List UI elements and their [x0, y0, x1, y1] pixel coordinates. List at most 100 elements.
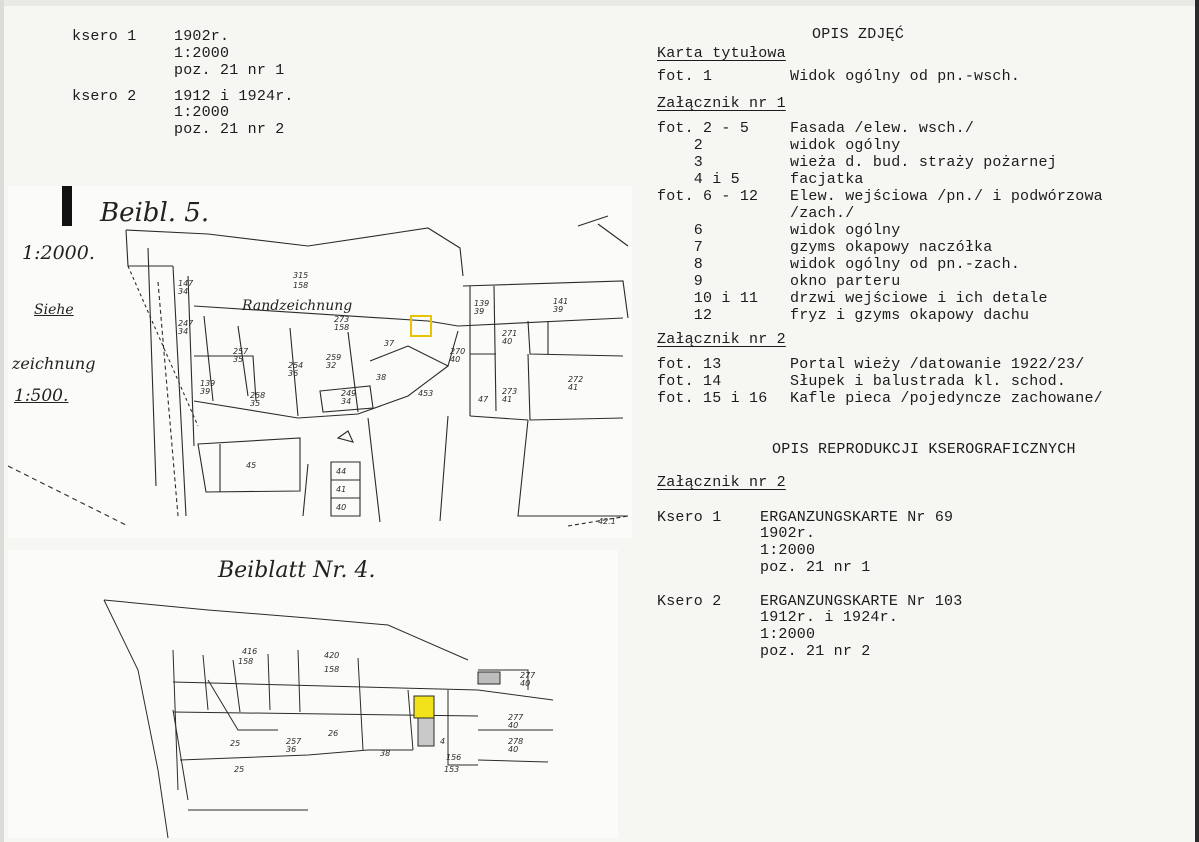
photo-text: facjatka — [790, 171, 864, 188]
photo-text: widok ogólny od pn.-zach. — [790, 256, 1021, 273]
xerox-2-label: ksero 2 — [72, 88, 137, 105]
svg-text:40: 40 — [450, 355, 460, 364]
svg-text:25: 25 — [230, 739, 240, 748]
photo-ref: fot. 13 — [657, 356, 722, 373]
svg-text:147: 147 — [178, 279, 194, 288]
map-top-strip-label: Randzeichnung — [242, 298, 353, 314]
photo-text: wieża d. bud. straży pożarnej — [790, 154, 1057, 171]
svg-text:39: 39 — [553, 305, 563, 314]
svg-text:453: 453 — [418, 389, 433, 398]
svg-text:277: 277 — [520, 671, 536, 680]
reproduction-1-scale: 1:2000 — [760, 542, 816, 559]
xerox-1-position: poz. 21 nr 1 — [174, 62, 285, 79]
svg-text:139: 139 — [474, 299, 489, 308]
svg-text:35: 35 — [233, 355, 243, 364]
photo-text: Widok ogólny od pn.-wsch. — [790, 68, 1021, 85]
reproduction-2-position: poz. 21 nr 2 — [760, 643, 871, 660]
svg-text:41: 41 — [568, 383, 578, 392]
svg-text:34: 34 — [178, 287, 188, 296]
svg-text:258: 258 — [250, 391, 265, 400]
svg-text:420: 420 — [324, 651, 339, 660]
svg-text:34: 34 — [341, 397, 351, 406]
photo-text: okno parteru — [790, 273, 901, 290]
reproduction-1-label: Ksero 1 — [657, 509, 722, 526]
reproduction-2-label: Ksero 2 — [657, 593, 722, 610]
svg-text:153: 153 — [444, 765, 459, 774]
svg-text:36: 36 — [286, 745, 296, 754]
svg-text:271: 271 — [502, 329, 517, 338]
svg-text:272: 272 — [568, 375, 583, 384]
photo-text: Kafle pieca /pojedyncze zachowane/ — [790, 390, 1103, 407]
svg-text:277: 277 — [508, 713, 524, 722]
photo-text: drzwi wejściowe i ich detale — [790, 290, 1048, 307]
svg-text:38: 38 — [376, 373, 386, 382]
photo-text: widok ogólny — [790, 222, 901, 239]
photo-ref: 9 — [657, 273, 704, 290]
reproduction-2-scale: 1:2000 — [760, 626, 816, 643]
svg-text:44: 44 — [336, 467, 346, 476]
reproduction-1-year: 1902r. — [760, 525, 816, 542]
xerox-2-position: poz. 21 nr 2 — [174, 121, 285, 138]
svg-text:158: 158 — [324, 665, 339, 674]
svg-text:40: 40 — [336, 503, 346, 512]
section-attachment-1-heading: Załącznik nr 1 — [657, 95, 786, 112]
svg-text:37: 37 — [384, 339, 395, 348]
photo-ref: 2 — [657, 137, 704, 154]
photo-text: Fasada /elew. wsch./ — [790, 120, 975, 137]
map-top-note-2: zeichnung — [12, 354, 96, 373]
photo-ref: fot. 14 — [657, 373, 722, 390]
svg-text:254: 254 — [288, 361, 303, 370]
svg-text:42.1: 42.1 — [598, 517, 616, 526]
svg-text:38: 38 — [380, 749, 390, 758]
photo-ref: 4 i 5 — [657, 171, 740, 188]
photo-text: /zach./ — [790, 205, 855, 222]
svg-text:47: 47 — [478, 395, 489, 404]
svg-text:41: 41 — [502, 395, 512, 404]
svg-text:41: 41 — [336, 485, 346, 494]
svg-text:40: 40 — [508, 721, 518, 730]
svg-text:257: 257 — [233, 347, 249, 356]
xerox-1-label: ksero 1 — [72, 28, 137, 45]
svg-text:34: 34 — [178, 327, 188, 336]
svg-text:259: 259 — [326, 353, 341, 362]
photo-ref: fot. 1 — [657, 68, 713, 85]
photo-ref: fot. 6 - 12 — [657, 188, 759, 205]
svg-text:35: 35 — [250, 399, 260, 408]
svg-text:158: 158 — [293, 281, 308, 290]
photo-ref: 7 — [657, 239, 704, 256]
map-top-note-1: Siehe — [34, 302, 74, 318]
svg-text:247: 247 — [178, 319, 194, 328]
photo-ref: fot. 2 - 5 — [657, 120, 750, 137]
map-top-note-3: 1:500. — [14, 386, 69, 406]
photo-description-title: OPIS ZDJĘĆ — [812, 26, 905, 43]
photo-text: Słupek i balustrada kl. schod. — [790, 373, 1067, 390]
xerox-1-scale: 1:2000 — [174, 45, 230, 62]
svg-text:36: 36 — [288, 369, 298, 378]
reproduction-title: OPIS REPRODUKCJI KSEROGRAFICZNYCH — [772, 441, 1076, 458]
svg-text:141: 141 — [553, 297, 568, 306]
svg-text:416: 416 — [242, 647, 257, 656]
svg-text:26: 26 — [328, 729, 338, 738]
svg-text:257: 257 — [286, 737, 302, 746]
photo-ref: 12 — [657, 307, 713, 324]
photo-text: Portal wieży /datowanie 1922/23/ — [790, 356, 1085, 373]
map-bottom-title: Beiblatt Nr. 4. — [218, 558, 376, 583]
svg-text:273: 273 — [502, 387, 517, 396]
reproduction-1-position: poz. 21 nr 1 — [760, 559, 871, 576]
photo-ref: 6 — [657, 222, 704, 239]
svg-text:158: 158 — [334, 323, 349, 332]
reproduction-heading: Załącznik nr 2 — [657, 474, 786, 491]
svg-text:249: 249 — [341, 389, 356, 398]
reproduction-2-title: ERGANZUNGSKARTE Nr 103 — [760, 593, 963, 610]
svg-text:39: 39 — [474, 307, 484, 316]
reproduction-1-title: ERGANZUNGSKARTE Nr 69 — [760, 509, 954, 526]
svg-text:25: 25 — [234, 765, 244, 774]
photo-ref: 3 — [657, 154, 704, 171]
svg-text:40: 40 — [520, 679, 530, 688]
section-title-card-heading: Karta tytułowa — [657, 45, 786, 62]
reproduction-2-year: 1912r. i 1924r. — [760, 609, 899, 626]
